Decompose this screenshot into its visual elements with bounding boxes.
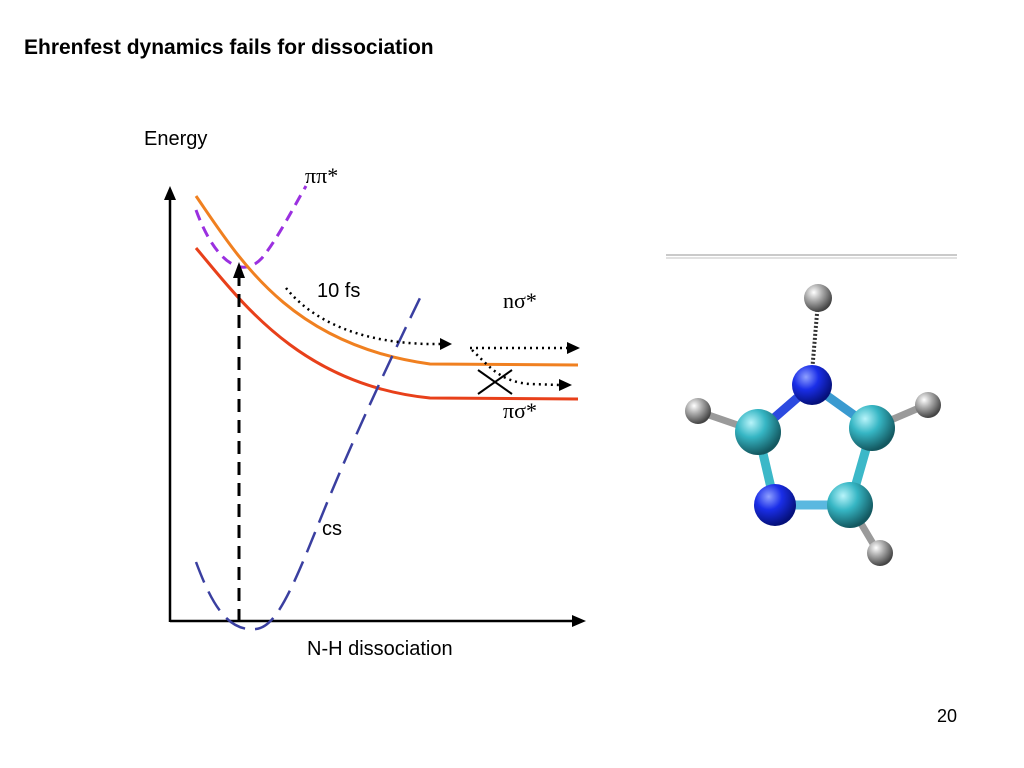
- pipi-curve: [194, 185, 308, 269]
- upper-orange-curve: [194, 195, 579, 367]
- time-label: 10 fs: [317, 280, 360, 302]
- 10fs-dotted-arrow: [285, 287, 441, 346]
- nitrogen-atom-nh: [792, 365, 832, 405]
- x-axis-arrowhead: [572, 615, 586, 627]
- nsigma-arrowhead: [567, 342, 580, 354]
- hydrogen-atom-right: [915, 392, 941, 418]
- cross-mark-b: [477, 369, 513, 395]
- y-axis-arrowhead: [164, 186, 176, 200]
- carbon-atom-bottom: [827, 482, 873, 528]
- cs-label: cs: [322, 518, 342, 540]
- excitation-arrowhead: [233, 262, 245, 278]
- pisigma-arrowhead: [559, 379, 572, 391]
- cs-curve: [194, 297, 422, 631]
- nsigma-label: nσ*: [503, 288, 537, 313]
- y-axis-label: Energy: [144, 128, 207, 150]
- imidazole-molecule: [685, 284, 941, 566]
- ring-bonds: [696, 380, 930, 556]
- page-number: 20: [937, 706, 958, 726]
- lower-red-curve: [194, 247, 579, 401]
- carbon-atom-left: [735, 409, 781, 455]
- carbon-atom-right: [849, 405, 895, 451]
- pisigma-dotted-arrow: [471, 349, 561, 387]
- pipi-label: ππ*: [305, 163, 338, 188]
- dissociating-nh-bond: [810, 301, 820, 373]
- pisigma-label: πσ*: [503, 398, 537, 423]
- nitrogen-atom-bottom: [754, 484, 796, 526]
- 10fs-arrowhead: [440, 338, 452, 350]
- hydrogen-atom-bottom: [867, 540, 893, 566]
- x-axis-label: N-H dissociation: [307, 638, 453, 660]
- slide-title: Ehrenfest dynamics fails for dissociatio…: [24, 36, 434, 59]
- hydrogen-atom-left: [685, 398, 711, 424]
- hydrogen-atom-dissociating: [804, 284, 832, 312]
